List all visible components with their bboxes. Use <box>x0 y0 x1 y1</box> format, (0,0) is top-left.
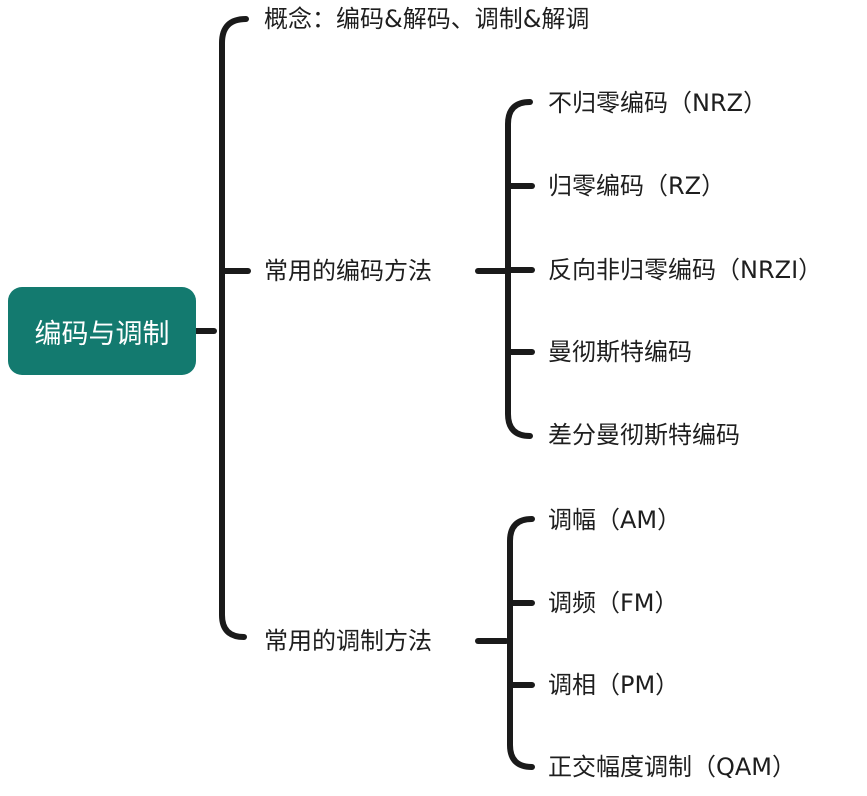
root-node-label: 编码与调制 <box>34 318 170 350</box>
encoding-item-nrzi[interactable]: 反向非归零编码（NRZI） <box>548 256 823 284</box>
encoding-item-diff-manchester[interactable]: 差分曼彻斯特编码 <box>548 421 740 449</box>
connector-modulation-trunk <box>507 516 535 770</box>
encoding-item-manchester[interactable]: 曼彻斯特编码 <box>548 338 692 366</box>
root-node[interactable]: 编码与调制 <box>8 287 196 375</box>
modulation-item-pm[interactable]: 调相（PM） <box>548 671 680 699</box>
modulation-item-fm[interactable]: 调频（FM） <box>548 589 679 617</box>
connector-main-trunk <box>219 16 249 640</box>
modulation-methods-node[interactable]: 常用的调制方法 <box>264 627 432 655</box>
modulation-item-am[interactable]: 调幅（AM） <box>548 506 682 534</box>
encoding-item-rz[interactable]: 归零编码（RZ） <box>548 172 726 200</box>
encoding-methods-node[interactable]: 常用的编码方法 <box>264 257 432 285</box>
encoding-item-nrz[interactable]: 不归零编码（NRZ） <box>548 89 768 117</box>
concept-node[interactable]: 概念：编码&解码、调制&解调 <box>264 5 590 33</box>
modulation-item-qam[interactable]: 正交幅度调制（QAM） <box>548 753 797 781</box>
